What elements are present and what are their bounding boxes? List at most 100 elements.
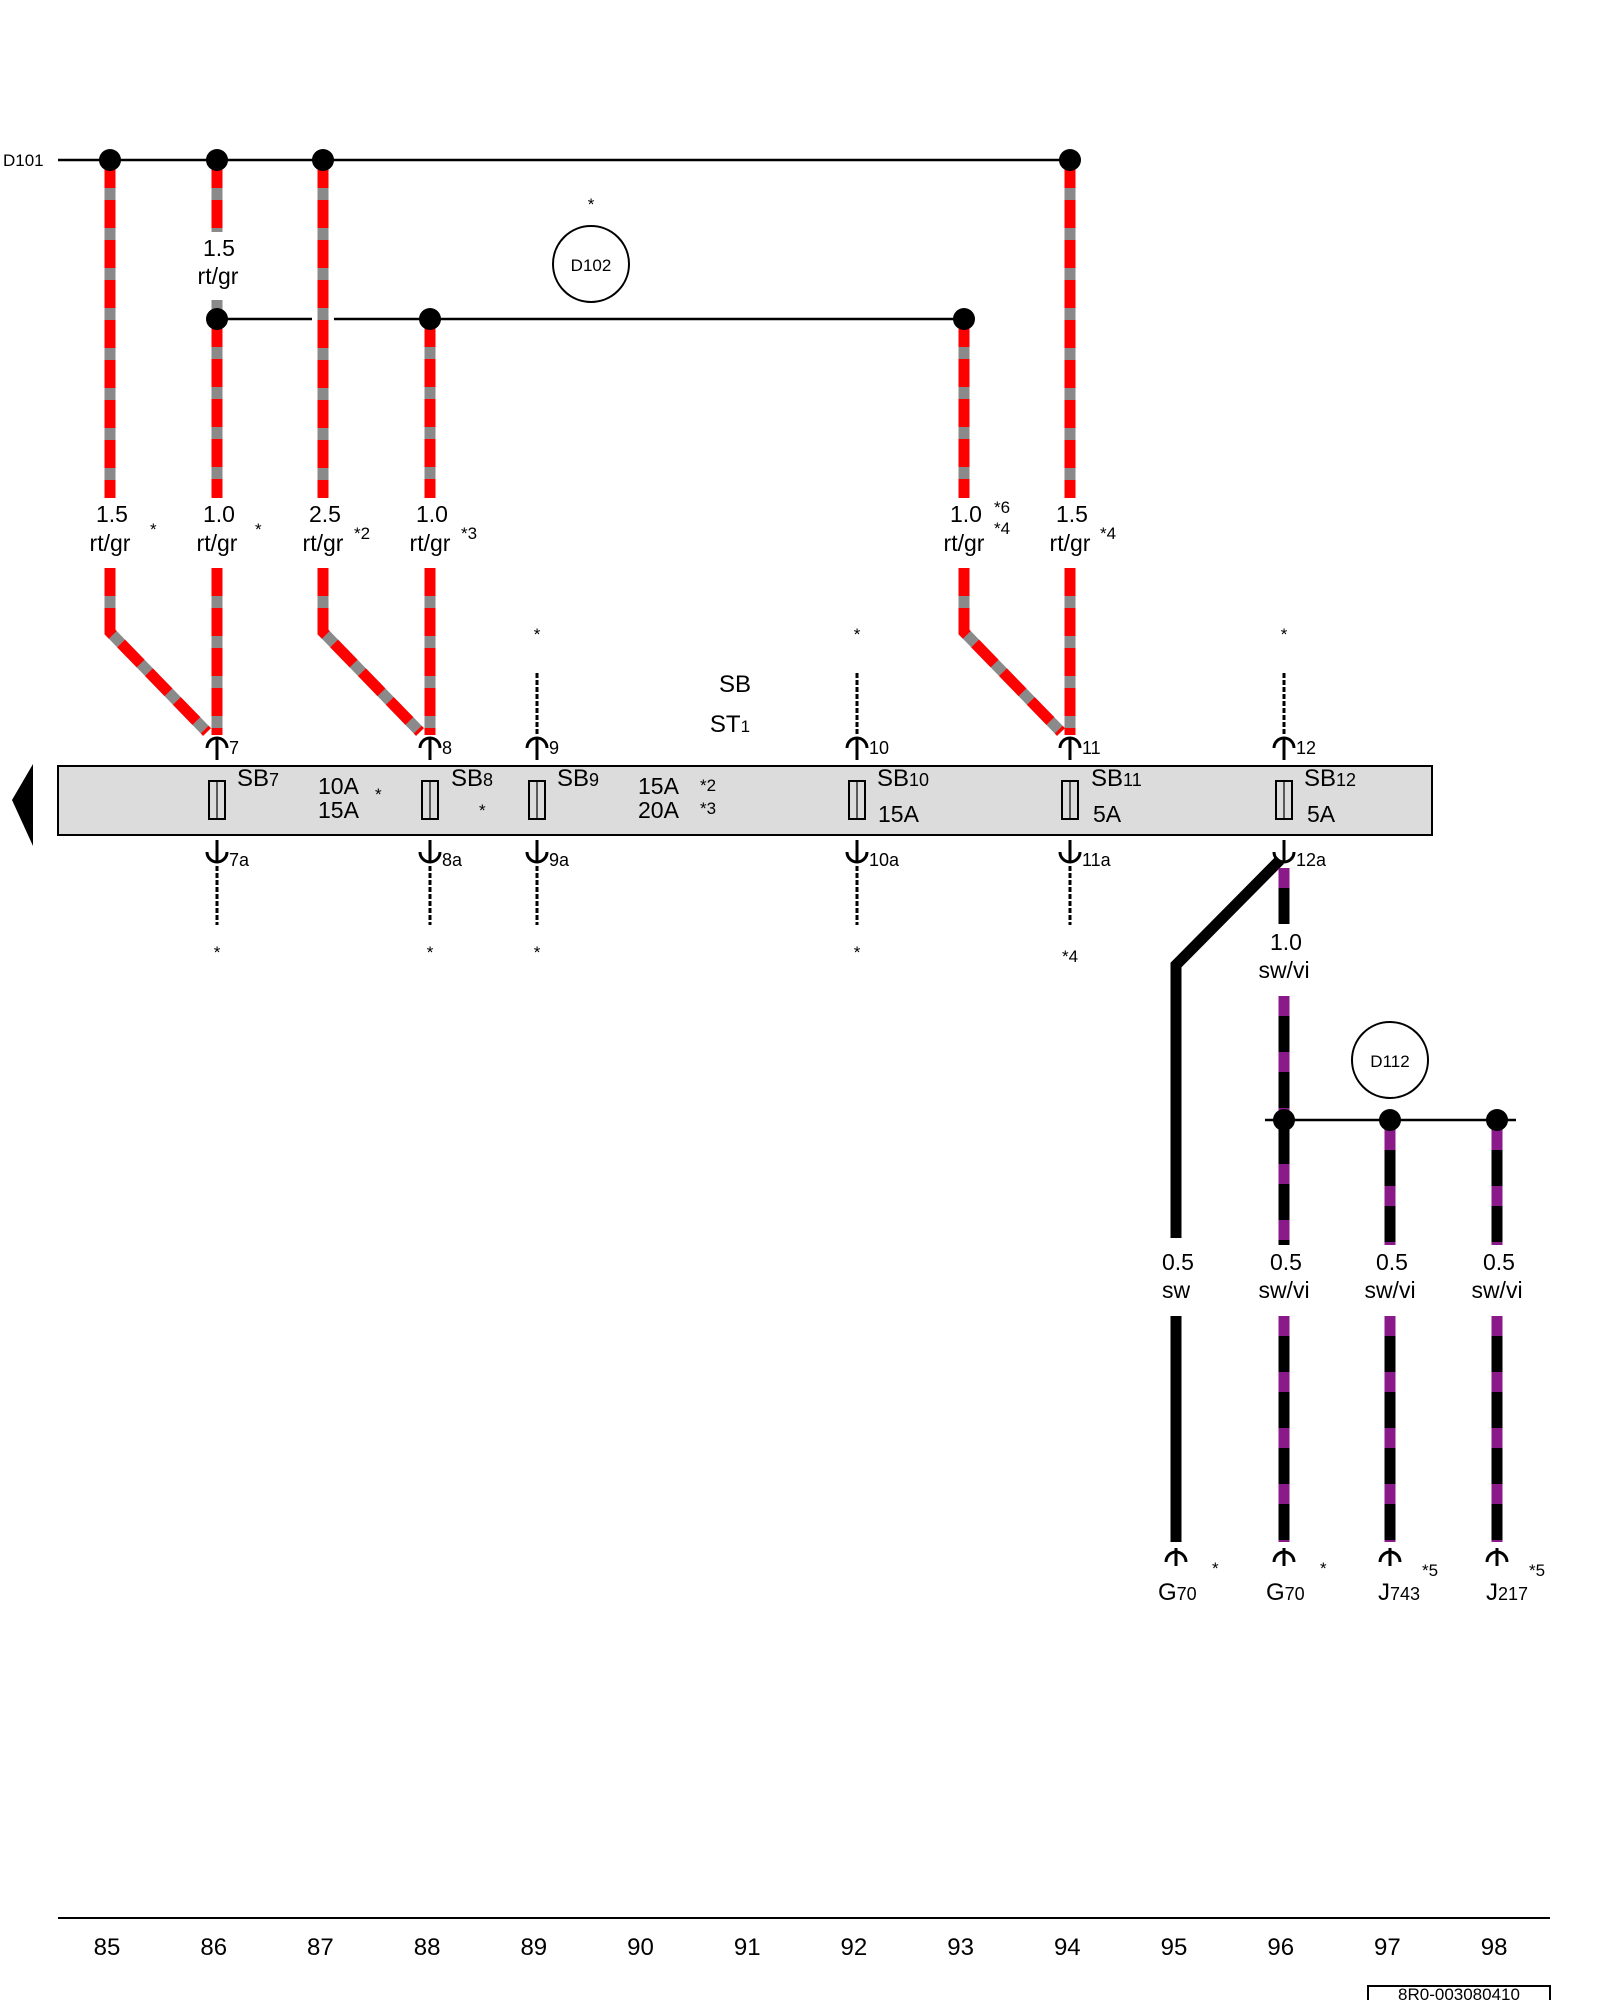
fuse-sb9-note-1: *2 [700, 776, 716, 795]
column-number: 92 [841, 1934, 868, 1961]
wire-85 [104, 160, 211, 736]
d102-circle [552, 225, 630, 303]
d101-label: D101 [3, 151, 44, 170]
wire-93-color: rt/gr [944, 530, 985, 556]
pin-8a: 8a [442, 850, 463, 870]
column-number: 88 [414, 1934, 441, 1961]
terminal-end [1378, 1546, 1402, 1568]
fuse-sb9-amp-2: 20A [638, 797, 680, 823]
fuse-sb8-label: SB8 [451, 765, 493, 792]
column-number: 93 [947, 1934, 974, 1961]
wire-95-size: 0.5 [1162, 1249, 1194, 1275]
star-bottom-94: *4 [1062, 947, 1078, 966]
fuse-sb10-amp: 15A [878, 801, 920, 827]
terminal-end [1164, 1546, 1188, 1568]
junction-dot [953, 308, 975, 330]
fuse-block-sb-label: SB [719, 671, 751, 698]
fuse-sb7-label: SB7 [237, 765, 279, 792]
star-top-92: * [854, 625, 861, 644]
wire-86-size: 1.0 [203, 501, 235, 527]
star-bottom-88: * [427, 943, 434, 962]
fuse-sb9-note-2: *3 [700, 799, 716, 818]
pin-11: 11 [1082, 738, 1101, 758]
wire-86-top-color: rt/gr [198, 263, 239, 289]
fuse-sb9-amp-1: 15A [638, 773, 680, 799]
connector-top [205, 736, 229, 762]
connector-top [1058, 736, 1082, 762]
wire-98-size: 0.5 [1483, 1249, 1515, 1275]
column-number: 87 [307, 1934, 334, 1961]
column-number: 86 [200, 1934, 227, 1961]
fuse-sb12-amp: 5A [1307, 801, 1336, 827]
star-bottom-92: * [854, 943, 861, 962]
left-arrow-icon [12, 764, 33, 846]
component-j743: J743 [1378, 1579, 1420, 1606]
wire-85-color: rt/gr [90, 530, 131, 556]
junction-dot [1379, 1109, 1401, 1131]
pin-9: 9 [549, 738, 559, 758]
component-g70-b: G70 [1266, 1579, 1305, 1606]
junction-dot [206, 149, 228, 171]
wire-86-note: * [255, 520, 262, 539]
d102-star: * [588, 195, 595, 214]
pin-7a: 7a [229, 850, 250, 870]
wire-85-note: * [150, 520, 157, 539]
fuse-block [57, 765, 1433, 836]
wire-94-color: rt/gr [1050, 530, 1091, 556]
wire-87-note: *2 [354, 524, 370, 543]
fuse-sb8-star: * [479, 801, 486, 820]
component-g70-a: G70 [1158, 1579, 1197, 1606]
wire-94-note: *4 [1100, 524, 1116, 543]
junction-dot [206, 308, 228, 330]
fuse-sb11-label: SB11 [1091, 765, 1142, 792]
column-number: 94 [1054, 1934, 1081, 1961]
wire-93-size: 1.0 [950, 501, 982, 527]
component-j217: J217 [1486, 1579, 1528, 1606]
wire-93-note-2: *4 [994, 519, 1010, 538]
column-number: 89 [520, 1934, 547, 1961]
fuse-sb7-amp-1: 10A [318, 773, 360, 799]
component-j217-note: *5 [1529, 1561, 1545, 1580]
wire-88-note: *3 [461, 524, 477, 543]
pin-10: 10 [869, 738, 889, 758]
column-number: 96 [1267, 1934, 1294, 1961]
junction-dot [99, 149, 121, 171]
column-number: 90 [627, 1934, 654, 1961]
pin-10a: 10a [869, 850, 900, 870]
pin-9a: 9a [549, 850, 570, 870]
fuse-block-st-label: ST1 [710, 711, 750, 738]
junction-dot [312, 149, 334, 171]
junction-dot [1486, 1109, 1508, 1131]
column-number: 85 [94, 1934, 121, 1961]
wire-88-color: rt/gr [410, 530, 451, 556]
fuse-sb11-amp: 5A [1093, 801, 1122, 827]
fuse-sb12-label: SB12 [1304, 765, 1356, 792]
terminal-end [1485, 1546, 1509, 1568]
column-number: 95 [1161, 1934, 1188, 1961]
wire-94-size: 1.5 [1056, 501, 1088, 527]
pin-8: 8 [442, 738, 452, 758]
junction-dot [1273, 1109, 1295, 1131]
wire-95-color: sw [1162, 1277, 1191, 1303]
fuse-sb7-amp-2: 15A [318, 797, 360, 823]
wire-85-size: 1.5 [96, 501, 128, 527]
pin-12a: 12a [1296, 850, 1327, 870]
pin-12: 12 [1296, 738, 1316, 758]
connector-bottom [418, 838, 442, 864]
terminal-end [1272, 1546, 1296, 1568]
wire-96-size: 0.5 [1270, 1249, 1302, 1275]
column-number: 91 [734, 1934, 761, 1961]
drawing-code: 8R0-003080410 [1398, 1985, 1520, 2000]
fuse-sb10-label: SB10 [877, 765, 929, 792]
star-bottom-86: * [214, 943, 221, 962]
star-top-96: * [1281, 625, 1288, 644]
column-number: 97 [1374, 1934, 1401, 1961]
fuse-sb9-label: SB9 [557, 765, 599, 792]
wire-96-top-color: sw/vi [1258, 957, 1309, 983]
wire-87-color: rt/gr [303, 530, 344, 556]
component-g70-b-note: * [1320, 1559, 1327, 1578]
junction-dot [1059, 149, 1081, 171]
connector-bottom [205, 838, 229, 864]
